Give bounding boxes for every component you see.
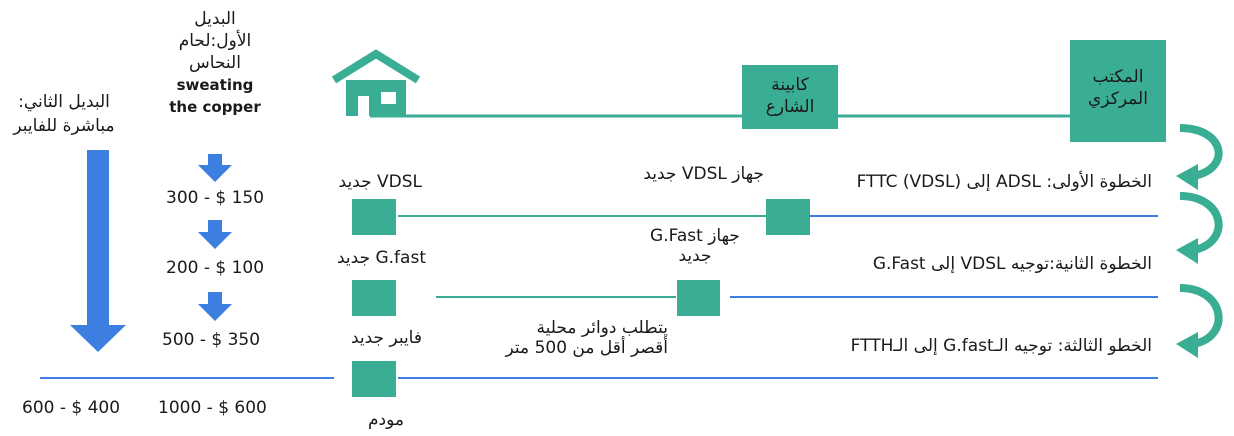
step2-home-node <box>352 280 396 316</box>
new-fiber-label: فايبر جديد <box>350 328 422 348</box>
curved-arrow-2 <box>1176 192 1223 264</box>
alt1-cost-step3: 500 - $ 350 <box>162 330 261 350</box>
step2-node <box>677 280 720 316</box>
short-loops-note: يتطلب دوائر محلية أقصر أقل من 500 متر <box>505 318 668 358</box>
alt1-cost-step2: 200 - $ 100 <box>166 258 265 278</box>
central-office-label: المكتب المركزي <box>1088 67 1148 109</box>
alt2-total-cost: 600 - $ 400 <box>22 398 121 418</box>
curved-arrow-1 <box>1176 124 1223 190</box>
new-gfast-label: G.fast جديد <box>336 248 426 268</box>
alternative-one-heading: البديل الأول:لحام النحاس sweating the co… <box>169 9 261 116</box>
curved-arrow-3 <box>1176 284 1223 358</box>
new-vdsl-label: VDSL جديد <box>338 172 422 192</box>
new-gfast-device-note: جهاز G.Fast جديد <box>650 226 740 266</box>
modem-label: مودم <box>368 410 404 430</box>
step1-home-node <box>352 199 396 235</box>
alt1-cost-step1: 300 - $ 150 <box>166 188 265 208</box>
down-arrow-1 <box>198 154 232 182</box>
long-down-arrow <box>70 150 126 352</box>
street-cabinet-box <box>742 65 838 129</box>
step1-cabinet-node <box>766 199 810 235</box>
down-arrow-2 <box>198 220 232 249</box>
step2-label: الخطوة الثانية:توجيه VDSL إلى G.Fast <box>872 254 1152 274</box>
house-icon <box>331 49 421 116</box>
step3-home-node <box>352 361 396 397</box>
step1-label: الخطوة الأولى: ADSL إلى (FTTC (VDSL <box>856 172 1152 192</box>
step3-label: الخطو الثالثة: توجيه الـG.fast إلى الـFT… <box>850 336 1152 356</box>
down-arrow-3 <box>198 292 232 321</box>
new-vdsl-device-note: جهاز VDSL جديد <box>643 164 764 184</box>
alt1-total-cost: 1000 - $ 600 <box>158 398 267 418</box>
central-office-box <box>1070 40 1166 142</box>
alternative-two-heading: البديل الثاني: مباشرة للفايبر <box>13 92 115 136</box>
street-cabinet-label: كابينة الشارع <box>765 75 815 117</box>
